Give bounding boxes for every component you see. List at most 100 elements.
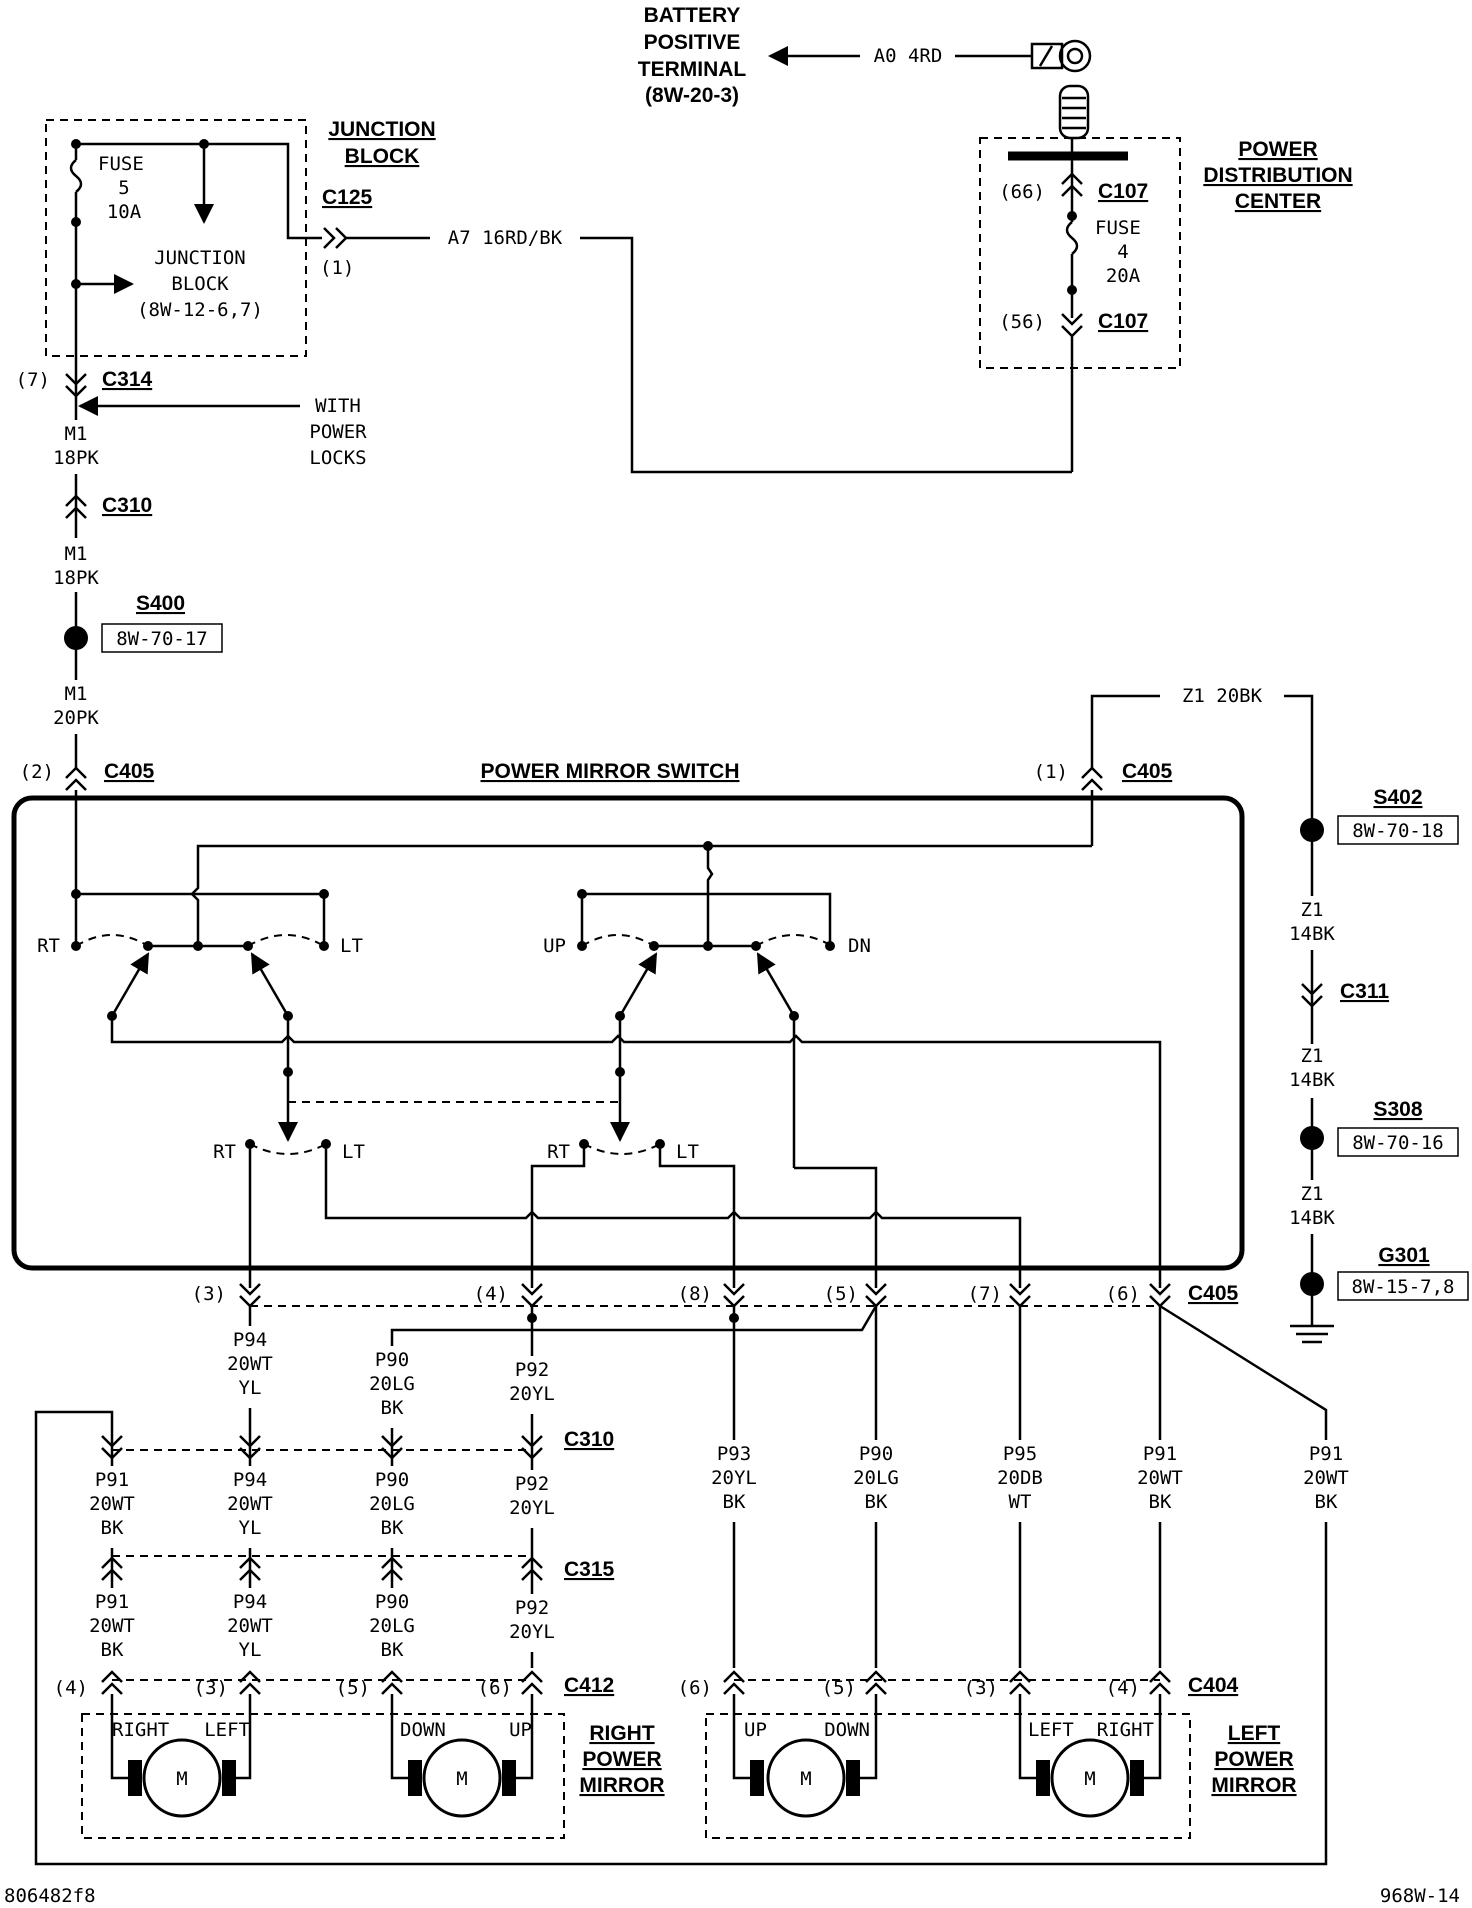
c107-bot-label: C107 — [1098, 310, 1148, 333]
c405-bottom-label: C405 — [1188, 1282, 1239, 1305]
z1-wire-label: Z1 20BK — [1182, 685, 1263, 707]
power-mirror-switch: POWER MIRROR SWITCH (1) C405 Z1 20BK RT … — [11, 685, 1314, 1288]
c404-pin-6: (6) — [678, 1677, 712, 1699]
c404-label: C404 — [1188, 1674, 1239, 1697]
c125-label: C125 — [322, 186, 373, 209]
s402-ref: 8W-70-18 — [1352, 820, 1444, 842]
connector-icon — [1061, 172, 1083, 197]
lt-label-2: LT — [342, 1141, 365, 1163]
g301-label: G301 — [1378, 1244, 1430, 1267]
c125-pin: (1) — [320, 257, 354, 279]
connector-icon — [381, 1670, 403, 1695]
p93-gauge: 20YL — [711, 1467, 757, 1489]
switch-housing — [11, 795, 1245, 1271]
p90-label-b: P90 — [375, 1469, 409, 1491]
right-mirror-title-2: POWER — [582, 1748, 661, 1771]
ground-icon — [1290, 1302, 1334, 1344]
motor-label: M — [176, 1768, 187, 1790]
p95-label: P95 — [1003, 1443, 1037, 1465]
with-label: WITH — [315, 395, 361, 417]
junction-block: JUNCTION BLOCK FUSE 5 10A JUNCTION BLOCK… — [45, 118, 563, 378]
rt-label-1: RT — [37, 935, 60, 957]
z1-label-a: Z1 — [1301, 899, 1324, 921]
left-mirror-box — [705, 1713, 1191, 1839]
battery-label-2: POSITIVE — [644, 31, 741, 54]
c404-pin-5: (5) — [822, 1677, 856, 1699]
p94-color-c: YL — [239, 1639, 262, 1661]
connector-icon — [381, 1435, 403, 1460]
z1-gauge-a: 14BK — [1289, 923, 1335, 945]
connector-icon — [65, 373, 87, 398]
s308-label: S308 — [1373, 1098, 1422, 1121]
z1-label-c: Z1 — [1301, 1183, 1324, 1205]
p95-color: WT — [1009, 1491, 1032, 1513]
p94-gauge: 20WT — [227, 1353, 273, 1375]
m1-feed: (7) C314 WITH POWER LOCKS M1 18PK C310 M… — [16, 368, 367, 791]
fuse-5-icon — [69, 159, 83, 193]
left-power-mirror: (6) (5) (3) (4) C404 UP DOWN LEFT RIGHT … — [678, 1670, 1297, 1839]
p94-gauge-b: 20WT — [227, 1493, 273, 1515]
p93-label: P93 — [717, 1443, 751, 1465]
p92-label-c: P92 — [515, 1597, 549, 1619]
c315-label: C315 — [564, 1558, 615, 1581]
g301-splice — [1300, 1272, 1324, 1296]
jb-ref-1: JUNCTION — [154, 247, 246, 269]
c314-pin: (7) — [16, 369, 50, 391]
fuse-4-icon — [1065, 221, 1079, 255]
up-label-r: UP — [509, 1719, 532, 1741]
left-mirror-title-2: POWER — [1214, 1748, 1293, 1771]
c405-pin-7: (7) — [968, 1283, 1002, 1305]
jb-title-2: BLOCK — [345, 145, 420, 168]
z1-gauge-c: 14BK — [1289, 1207, 1335, 1229]
right-mirror-title: RIGHT — [589, 1722, 655, 1745]
connector-icon — [65, 494, 87, 519]
c405-pin-2: (2) — [20, 761, 54, 783]
c405-pin-6: (6) — [1106, 1283, 1140, 1305]
connector-icon — [101, 1670, 123, 1695]
s400-ref: 8W-70-17 — [116, 628, 208, 650]
connector-icon — [1149, 1670, 1171, 1695]
down-label: DOWN — [400, 1719, 446, 1741]
pdc-title-2: DISTRIBUTION — [1203, 164, 1352, 187]
c405-pin-1: (1) — [1034, 761, 1068, 783]
motor-icon — [142, 1738, 222, 1818]
switch-lever — [618, 952, 658, 1017]
m1-gauge-3: 20PK — [53, 707, 99, 729]
motor-icon — [766, 1738, 846, 1818]
power-label: POWER — [309, 421, 367, 443]
connector-icon — [101, 1435, 123, 1460]
p95-gauge: 20DB — [997, 1467, 1043, 1489]
s308-ref: 8W-70-16 — [1352, 1132, 1444, 1154]
connector-icon — [239, 1670, 261, 1695]
p94-label: P94 — [233, 1329, 267, 1351]
motor-icon — [422, 1738, 502, 1818]
connector-icon — [521, 1556, 543, 1581]
c405-pin-8: (8) — [678, 1283, 712, 1305]
pdc-title-3: CENTER — [1235, 190, 1321, 213]
c405-top-right-label: C405 — [1122, 760, 1173, 783]
z1-gauge-b: 14BK — [1289, 1069, 1335, 1091]
connector-icon — [1081, 766, 1103, 791]
left-label: LEFT — [204, 1719, 250, 1741]
p94-gauge-c: 20WT — [227, 1615, 273, 1637]
rt-label-2: RT — [213, 1141, 236, 1163]
p90-label-c: P90 — [375, 1591, 409, 1613]
switch-title: POWER MIRROR SWITCH — [481, 760, 740, 783]
right-mirror-box — [81, 1713, 565, 1839]
battery-section: BATTERY POSITIVE TERMINAL (8W-20-3) A0 4… — [638, 4, 1092, 140]
s400-splice — [64, 626, 88, 650]
p91-label: P91 — [95, 1469, 129, 1491]
switch-lever — [110, 952, 150, 1017]
right-power-mirror: (4) (3) (5) (6) C412 RIGHT LEFT DOWN UP … — [54, 1670, 665, 1839]
p91-label-d: P91 — [1143, 1443, 1177, 1465]
p92-gauge-c: 20YL — [509, 1621, 555, 1643]
p91-gauge-e: 20WT — [1303, 1467, 1349, 1489]
battery-ref: (8W-20-3) — [645, 84, 739, 107]
p94-label-b: P94 — [233, 1469, 267, 1491]
p91-gauge-c: 20WT — [89, 1615, 135, 1637]
c310-bottom-label: C310 — [564, 1428, 614, 1451]
m1-label-3: M1 — [65, 683, 88, 705]
fuse4-l3: 20A — [1106, 265, 1141, 287]
m1-gauge-2: 18PK — [53, 567, 99, 589]
